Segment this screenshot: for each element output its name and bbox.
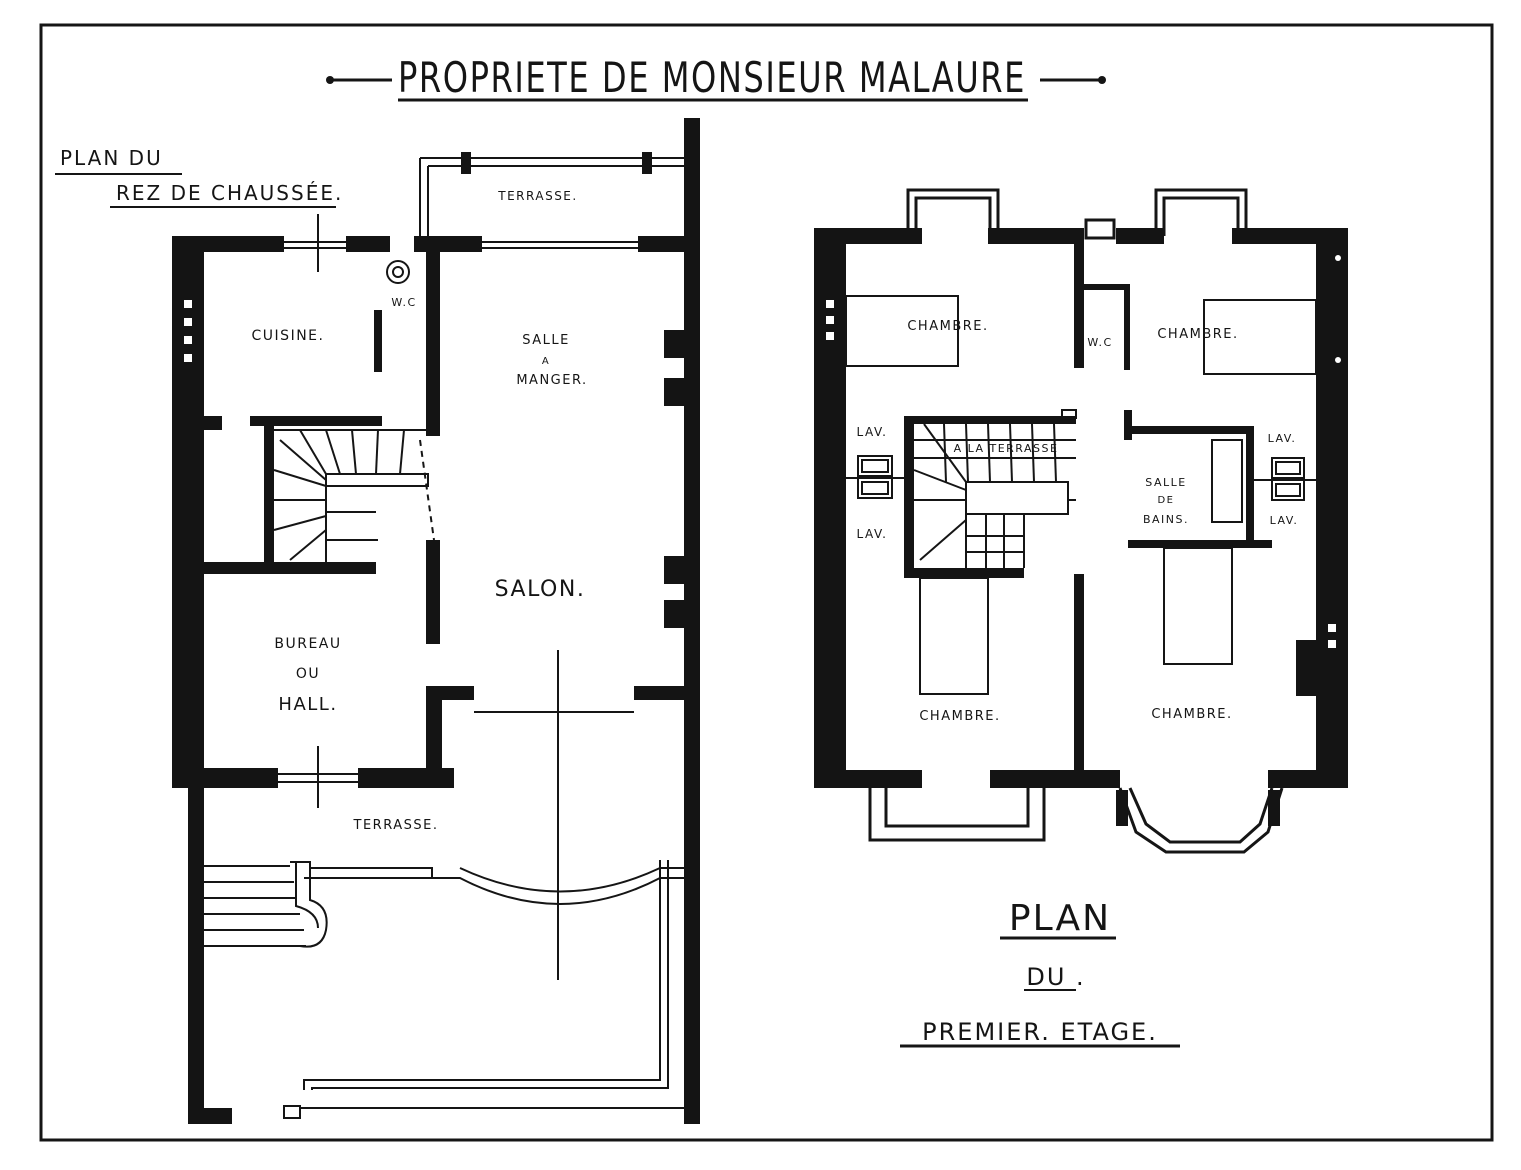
first-floor-caption: PLAN DU . PREMIER. ETAGE. bbox=[900, 898, 1180, 1048]
label-terrasse-top: TERRASSE. bbox=[497, 189, 577, 203]
first-floor-east-wall bbox=[1316, 228, 1348, 788]
label-cuisine: CUISINE. bbox=[252, 328, 325, 344]
label-bureau-2: OU bbox=[296, 666, 320, 682]
first-floor-west-wall bbox=[814, 228, 846, 788]
label-terrasse-bottom: TERRASSE. bbox=[353, 818, 439, 833]
label-salle-1: SALLE bbox=[522, 333, 570, 348]
label-bureau-3: HALL. bbox=[278, 694, 337, 715]
ground-floor-caption: PLAN DU REZ DE CHAUSSÉE. bbox=[55, 146, 343, 208]
label-bain-1: SALLE bbox=[1145, 476, 1186, 489]
first-floor-plan: CHAMBRE. W.C CHAMBRE. LAV. LAV. A LA TER… bbox=[814, 188, 1348, 854]
label-lav-4: LAV. bbox=[1270, 514, 1299, 527]
beds bbox=[845, 295, 1317, 695]
first-floor-stair bbox=[913, 409, 1077, 568]
label-bain-2: DE bbox=[1157, 495, 1174, 506]
label-salon: SALON. bbox=[495, 577, 586, 602]
west-wall bbox=[172, 236, 204, 788]
drawing-frame bbox=[39, 23, 1494, 1142]
upper-bays bbox=[906, 188, 1248, 240]
label-chambre-top-right: CHAMBRE. bbox=[1157, 327, 1238, 342]
label-lav-2: LAV. bbox=[857, 527, 888, 541]
label-wc-ground: W.C bbox=[391, 296, 416, 309]
label-salle-2: A bbox=[542, 356, 550, 367]
label-lav-3: LAV. bbox=[1268, 432, 1297, 445]
label-salle-3: MANGER. bbox=[516, 373, 587, 388]
first-floor-caption-line2: DU . bbox=[1026, 963, 1085, 991]
terrace-steps bbox=[204, 860, 684, 1119]
page-title: PROPRIETE DE MONSIEUR MALAURE bbox=[398, 53, 1026, 102]
label-chambre-top-left: CHAMBRE. bbox=[907, 319, 988, 334]
ground-floor-caption-line1: PLAN DU bbox=[60, 146, 163, 170]
label-lav-1: LAV. bbox=[857, 425, 888, 439]
top-terrace-outline bbox=[419, 152, 684, 236]
first-floor-caption-line3: PREMIER. ETAGE. bbox=[922, 1018, 1158, 1046]
ground-floor-caption-line2: REZ DE CHAUSSÉE. bbox=[116, 181, 343, 205]
ground-stair bbox=[273, 429, 435, 562]
label-chambre-bottom-left: CHAMBRE. bbox=[919, 709, 1000, 724]
first-floor-caption-line1: PLAN bbox=[1009, 898, 1111, 939]
label-stair-terrasse: A LA TERRASSE bbox=[954, 442, 1059, 455]
east-wall bbox=[684, 118, 700, 1124]
title-block: PROPRIETE DE MONSIEUR MALAURE bbox=[326, 53, 1106, 102]
label-wc-first: W.C bbox=[1087, 336, 1112, 349]
lower-bays bbox=[868, 787, 1284, 854]
washbasins bbox=[846, 455, 1316, 501]
label-chambre-bottom-right: CHAMBRE. bbox=[1151, 707, 1232, 722]
label-bureau-1: BUREAU bbox=[274, 636, 341, 652]
label-bain-3: BAINS. bbox=[1143, 513, 1189, 526]
ground-floor-plan: TERRASSE. CUISINE. W.C SALLE A MANGER. S… bbox=[172, 118, 700, 1124]
